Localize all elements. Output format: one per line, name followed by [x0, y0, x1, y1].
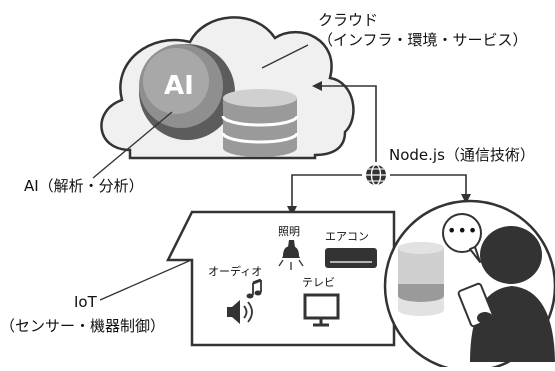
arrowhead-to-cloud — [312, 81, 322, 91]
smartphone-icon — [457, 282, 495, 328]
device-label-light: 照明 — [278, 225, 300, 238]
speech-bubble-text: ••• — [447, 221, 479, 240]
cloud-subtitle: （インフラ・環境・サービス） — [318, 31, 528, 49]
speaker-icon — [227, 300, 253, 324]
device-label-aircon: エアコン — [325, 230, 369, 243]
cloud-title: クラウド — [318, 11, 379, 29]
light-bulb-icon — [278, 240, 304, 270]
person-icon — [470, 226, 555, 362]
cloud-leader-line — [261, 44, 309, 69]
ai-badge-text: AI — [164, 71, 194, 101]
smart-speaker-icon — [398, 242, 444, 316]
ai-leader-line — [92, 111, 173, 179]
network-label: Node.js（通信技術） — [389, 146, 535, 164]
air-conditioner-icon — [325, 248, 377, 268]
device-label-audio: オーディオ — [208, 265, 263, 278]
iot-subtitle: （センサー・機器制御） — [0, 317, 166, 335]
ai-caption: AI（解析・分析） — [24, 177, 144, 195]
music-note-icon — [246, 278, 262, 299]
speech-bubble-icon — [442, 213, 482, 263]
tv-icon — [303, 293, 340, 327]
iot-title: IoT — [74, 293, 97, 311]
network-connector — [291, 85, 467, 208]
iot-leader-line — [99, 253, 206, 301]
device-label-tv: テレビ — [302, 276, 335, 289]
database-icon — [221, 89, 299, 157]
ai-sphere — [139, 44, 235, 140]
arrowhead-to-person — [461, 194, 471, 204]
globe-icon — [363, 162, 389, 188]
